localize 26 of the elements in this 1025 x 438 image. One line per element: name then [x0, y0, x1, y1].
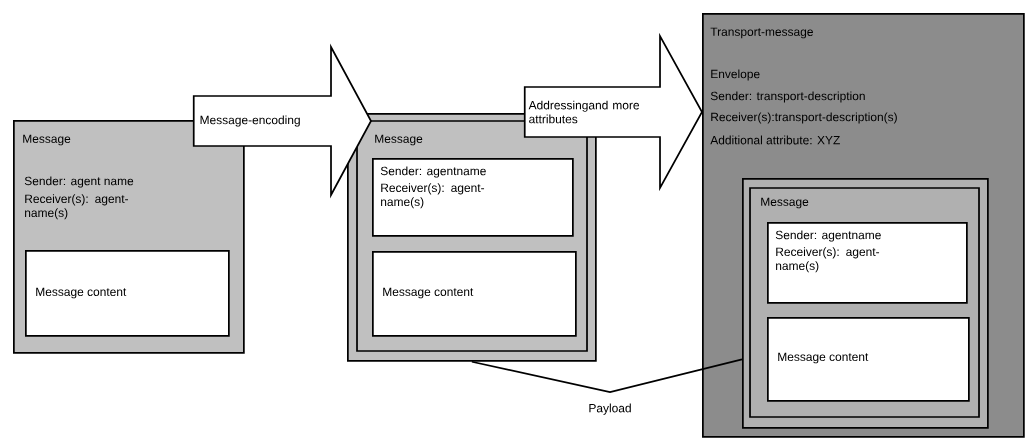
field-text: Receiver(s): agent-name(s)	[381, 183, 485, 209]
address-box	[767, 222, 968, 304]
field-text: Receiver(s): agent-name(s)	[776, 247, 880, 273]
field-text: Receiver(s):transport-description(s)	[711, 112, 897, 124]
address-box	[372, 158, 574, 237]
field-text: Sender: agent name	[24, 176, 134, 188]
box-title: Transport-message	[710, 27, 813, 39]
edge-label: Message-encoding	[198, 114, 302, 128]
field-text: Message	[761, 197, 809, 209]
field-text: Message	[375, 134, 423, 146]
field-text: Message content	[36, 287, 127, 299]
field-text: Message content	[778, 352, 869, 364]
field-text: Additional attribute: XYZ	[710, 135, 840, 145]
edge-label: Payload	[587, 402, 633, 417]
content-box	[372, 251, 577, 337]
field-text: Message content	[383, 287, 474, 299]
box-title: Sender: agentname	[775, 230, 881, 242]
box-title: Sender: agentname	[380, 166, 486, 178]
content-box	[767, 317, 970, 402]
box-title: Message	[23, 134, 71, 146]
connector-line	[471, 358, 743, 393]
field-text: Envelope	[711, 69, 760, 81]
edge-label: Addressingand more attributes	[527, 99, 642, 125]
content-box	[25, 250, 230, 337]
field-text: Sender: transport-description	[710, 91, 865, 103]
field-text: Receiver(s): agent-name(s)	[25, 194, 129, 220]
